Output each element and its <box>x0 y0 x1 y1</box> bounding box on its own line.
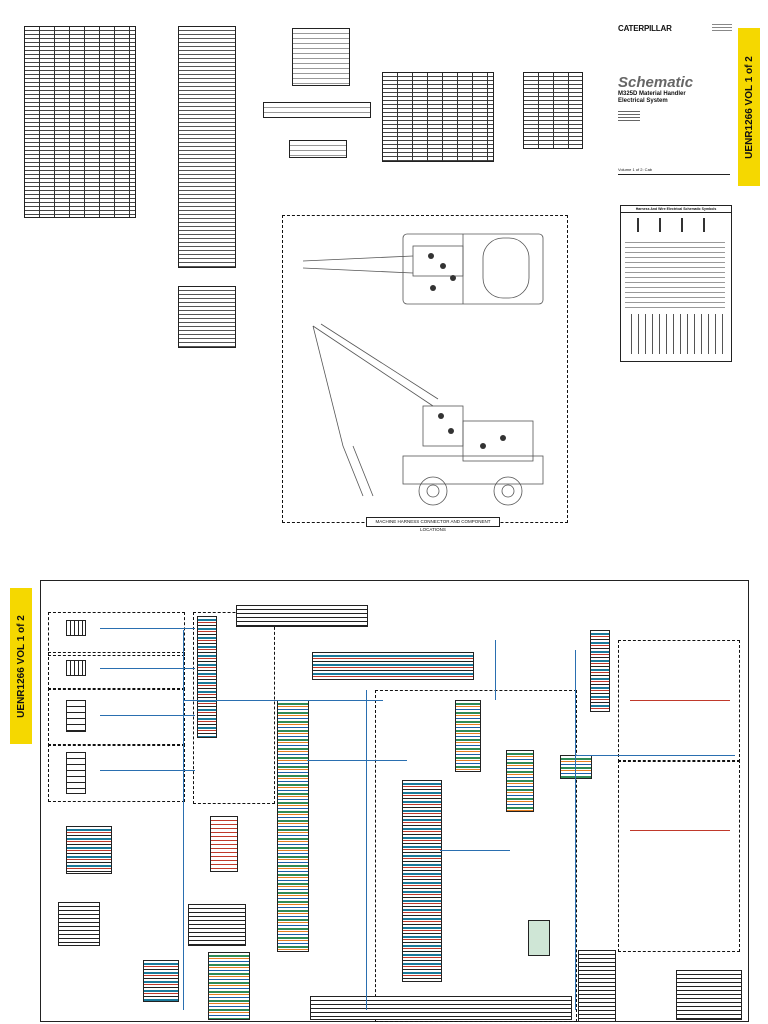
connector-top-row-2 <box>312 652 474 680</box>
wire-9 <box>100 668 195 669</box>
connector-mid-2 <box>455 700 481 772</box>
legend-examples <box>625 314 725 354</box>
page-subtitle-2: Electrical System <box>618 98 668 104</box>
legend-symbols-row <box>627 218 723 232</box>
small-table-a <box>292 28 350 86</box>
wire-14 <box>630 830 730 831</box>
wire-13 <box>630 700 730 701</box>
connector-top-row <box>236 605 368 627</box>
connector-left-table <box>58 902 100 946</box>
right-box-2 <box>618 760 740 952</box>
serial-list <box>618 109 640 123</box>
module-box-4 <box>48 744 185 802</box>
pink-connector <box>210 816 238 872</box>
wire-3 <box>307 760 407 761</box>
connector-right-2 <box>590 630 610 712</box>
connector-bottom-row <box>310 996 572 1020</box>
volume-tag-left: UENR1266 VOL 1 of 2 <box>10 588 32 744</box>
volume-tag-left-text: UENR1266 VOL 1 of 2 <box>15 614 27 718</box>
wire-7 <box>575 755 735 756</box>
page-title: Schematic <box>618 74 694 91</box>
connector-left-grid <box>66 826 112 874</box>
parts-table-left <box>24 26 136 218</box>
connector-ecm-1 <box>277 700 309 952</box>
switch-icon-2 <box>66 660 86 676</box>
connector-mid-table <box>188 904 246 946</box>
wire-8 <box>100 628 195 629</box>
switch-icon-3 <box>66 700 86 732</box>
right-box-1 <box>618 640 740 762</box>
wire-12 <box>495 640 496 700</box>
wire-table-2 <box>523 72 583 149</box>
small-table-c <box>289 140 347 158</box>
page-subtitle-1: M325D Material Handler <box>618 91 686 97</box>
wire-2 <box>183 700 383 701</box>
wire-1 <box>183 630 184 1010</box>
connector-right-1 <box>560 755 592 779</box>
connector-ecm-2 <box>402 780 442 982</box>
fuse-block <box>528 920 550 956</box>
switch-icon-1 <box>66 620 86 636</box>
wire-5 <box>440 850 510 851</box>
connector-bottom-right <box>578 950 616 1022</box>
component-table-1 <box>178 26 236 268</box>
connector-mid-1 <box>506 750 534 812</box>
wire-11 <box>100 770 195 771</box>
switch-icon-4 <box>66 752 86 794</box>
symbols-legend: Harness And Wire Electrical Schematic Sy… <box>620 205 732 362</box>
title-rule <box>618 174 730 178</box>
connector-cab-column <box>197 616 217 738</box>
machine-caption: MACHINE HARNESS CONNECTOR AND COMPONENT … <box>366 517 500 532</box>
wire-table-1 <box>382 72 494 162</box>
doc-number-stamp <box>712 22 732 32</box>
volume-tag-right: UENR1266 VOL 1 of 2 <box>738 28 760 186</box>
small-table-b <box>263 102 371 118</box>
machine-drawing <box>302 233 544 506</box>
volume-label: Volume 1 of 2: Cab <box>618 167 653 172</box>
legend-notes <box>625 238 725 308</box>
cab-box <box>193 612 275 804</box>
center-box <box>375 690 577 1022</box>
module-box-2 <box>48 652 185 690</box>
connector-legend-right <box>676 970 742 1020</box>
module-box-1 <box>48 612 185 656</box>
wire-6 <box>575 650 576 1010</box>
wire-4 <box>366 690 367 1010</box>
machine-location-panel <box>282 215 568 523</box>
volume-tag-right-text: UENR1266 VOL 1 of 2 <box>743 55 755 159</box>
legend-title: Harness And Wire Electrical Schematic Sy… <box>621 206 731 213</box>
wire-10 <box>100 715 195 716</box>
component-table-2 <box>178 286 236 348</box>
module-box-3 <box>48 688 185 746</box>
connector-lower-left <box>143 960 179 1002</box>
caterpillar-logo: CATERPILLAR <box>618 24 672 33</box>
title-block: Schematic M325D Material Handler Electri… <box>618 74 730 178</box>
connector-lower-mid <box>208 952 250 1020</box>
